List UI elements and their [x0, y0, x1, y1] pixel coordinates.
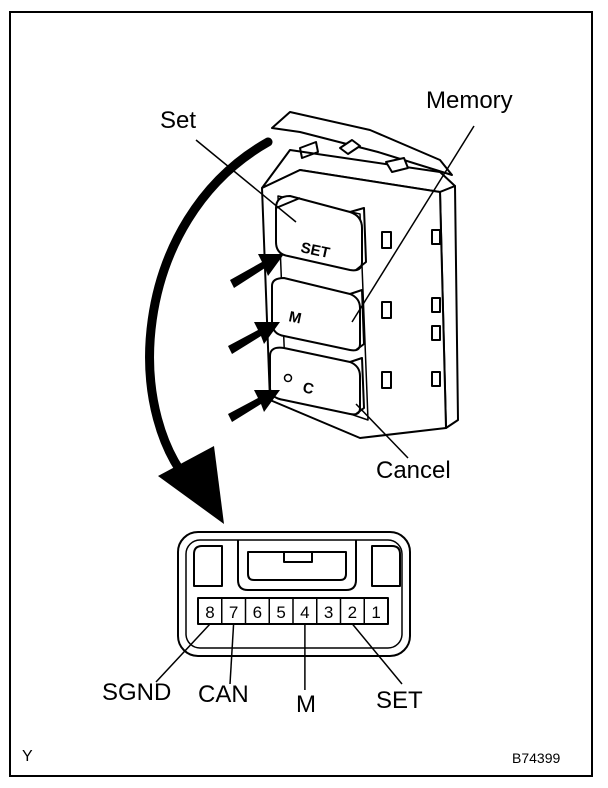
- push-arrow-cancel-icon: [228, 390, 280, 422]
- set-button-label: SET: [299, 239, 331, 262]
- set-button: [275, 195, 367, 272]
- set-pin-label: SET: [376, 687, 423, 714]
- cancel-callout: Cancel: [376, 457, 451, 484]
- curved-arrow-icon: [145, 137, 273, 524]
- pin-6: 6: [253, 603, 262, 622]
- memory-button-label: M: [287, 308, 303, 327]
- memory-button: [271, 277, 365, 352]
- sgnd-label: SGND: [102, 679, 171, 706]
- pin-8: 8: [205, 603, 214, 622]
- pin-leader-lines: [155, 623, 403, 690]
- can-label: CAN: [198, 681, 249, 708]
- figure-frame: [9, 11, 593, 777]
- corner-code: Y: [22, 748, 33, 765]
- pin-4: 4: [300, 603, 309, 622]
- pin-1: 1: [371, 603, 380, 622]
- pin-5: 5: [276, 603, 285, 622]
- pin-2: 2: [348, 603, 357, 622]
- cancel-button-label: C: [301, 379, 315, 398]
- pin-numbers: 8 7 6 5 4 3 2 1: [205, 603, 381, 622]
- pin-3: 3: [324, 603, 333, 622]
- set-callout: Set: [160, 107, 196, 134]
- push-arrow-set-icon: [230, 254, 284, 288]
- pin-7: 7: [229, 603, 238, 622]
- figure-id: B74399: [512, 750, 560, 766]
- memory-callout: Memory: [426, 87, 513, 114]
- m-label: M: [296, 691, 316, 718]
- push-arrow-memory-icon: [228, 322, 280, 354]
- leader-lines: [195, 125, 475, 459]
- connector: [177, 531, 411, 657]
- pin-row: [221, 598, 365, 624]
